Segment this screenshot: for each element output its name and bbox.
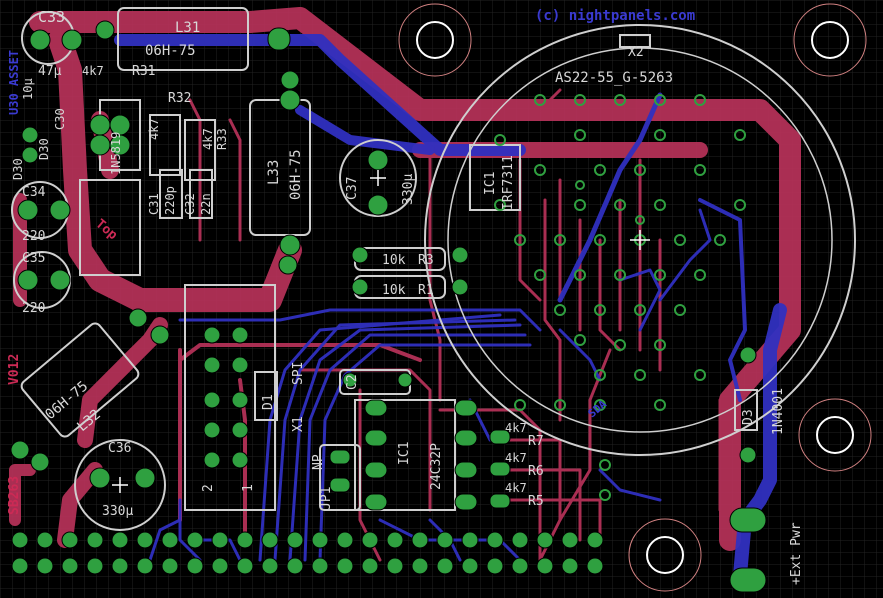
c30-label: C30: [53, 108, 67, 130]
r31-value: 4k7: [82, 64, 104, 78]
c37-label: C37: [345, 177, 360, 200]
c30-value: 10µ: [21, 78, 35, 100]
r33-value: 4k7: [201, 128, 215, 150]
c32-label: C32: [183, 193, 197, 215]
u30-side-label: U30 ASSET: [7, 50, 21, 115]
ic1-label: IC1: [397, 442, 412, 465]
c33-label: C33: [38, 8, 65, 26]
d30-alt-label: D30: [11, 158, 25, 180]
r1-label: R1: [418, 283, 434, 298]
labels: (c) nightpanels.com C33 47µ 4k7 R31 L31 …: [7, 8, 804, 585]
ic-ir-part: IRF7311: [501, 155, 516, 210]
x2-outline: [424, 24, 856, 456]
v012-label: V012: [7, 354, 22, 385]
x1-label: X1: [291, 416, 306, 432]
top-outline: [79, 179, 141, 276]
c31-label: C31: [147, 193, 161, 215]
l33-value: 06H-75: [288, 149, 304, 200]
r7-label: R7: [528, 434, 544, 449]
c34-value: 220: [22, 229, 45, 244]
l31-outline: [117, 7, 249, 71]
r6-value: 4k7: [505, 451, 527, 465]
r1-value: 10k: [382, 283, 406, 298]
c34-label: C34: [22, 185, 46, 200]
copyright-label: (c) nightpanels.com: [535, 8, 695, 24]
r5-label: R5: [528, 494, 544, 509]
d30-label: D30: [37, 138, 51, 160]
d30-part: 1N5819: [109, 132, 123, 175]
fiducial-marks: [112, 170, 650, 493]
c36-value: 330µ: [102, 504, 133, 519]
r6-label: R6: [528, 464, 544, 479]
jp1-np: NP: [311, 454, 326, 470]
header-row-pads: [11, 531, 604, 575]
r7-value: 4k7: [505, 421, 527, 435]
pin-1-label: 1: [241, 484, 256, 492]
ic-ir-label: IC1: [483, 172, 498, 195]
c37-outline: [339, 139, 417, 217]
c35-value: 220: [22, 301, 45, 316]
pin-2-label: 2: [201, 484, 216, 492]
r33-label: R33: [215, 128, 229, 150]
r32-label: R32: [168, 91, 191, 106]
c37-value: 330µ: [401, 174, 416, 205]
r3-label: R3: [418, 253, 434, 268]
x1-outline: [184, 284, 276, 511]
d3-label: D3: [741, 409, 756, 425]
c2-label: C2: [345, 374, 360, 390]
silkscreen: [11, 7, 856, 531]
pads: [10, 20, 767, 593]
r3-value: 10k: [382, 253, 406, 268]
r31-label: R31: [132, 64, 155, 79]
mounting-holes: [398, 3, 872, 592]
ext-pwr-label: +Ext Pwr: [789, 522, 804, 585]
jp1-outline: [319, 444, 361, 511]
c36-label: C36: [108, 441, 131, 456]
c35-label: C35: [22, 251, 45, 266]
sb263-label: SB263: [7, 476, 22, 515]
x2-part: AS22-55_G-5263: [555, 70, 673, 86]
c36-outline: [74, 439, 166, 531]
r32-value: 4k7: [147, 118, 161, 140]
d1-label: D1: [261, 394, 276, 410]
r5-value: 4k7: [505, 481, 527, 495]
l31-value: 06H-75: [145, 43, 196, 59]
ic1-outline: [354, 399, 456, 511]
l33-label: L33: [266, 160, 282, 185]
c32-value: 22n: [199, 193, 213, 215]
x2-label: X2: [628, 45, 644, 60]
l32-outline: [20, 322, 140, 438]
jp1-label: JP1: [319, 487, 334, 510]
ic1-part: 24C32P: [429, 443, 444, 490]
c33-value: 47µ: [38, 64, 62, 79]
x2-pins: [454, 94, 746, 501]
l31-label: L31: [175, 20, 200, 36]
spi-label: SPI: [291, 362, 306, 385]
ic-ir-outline: [469, 144, 521, 211]
c31-value: 220p: [163, 186, 177, 215]
d3-part: 1N4001: [771, 388, 786, 435]
